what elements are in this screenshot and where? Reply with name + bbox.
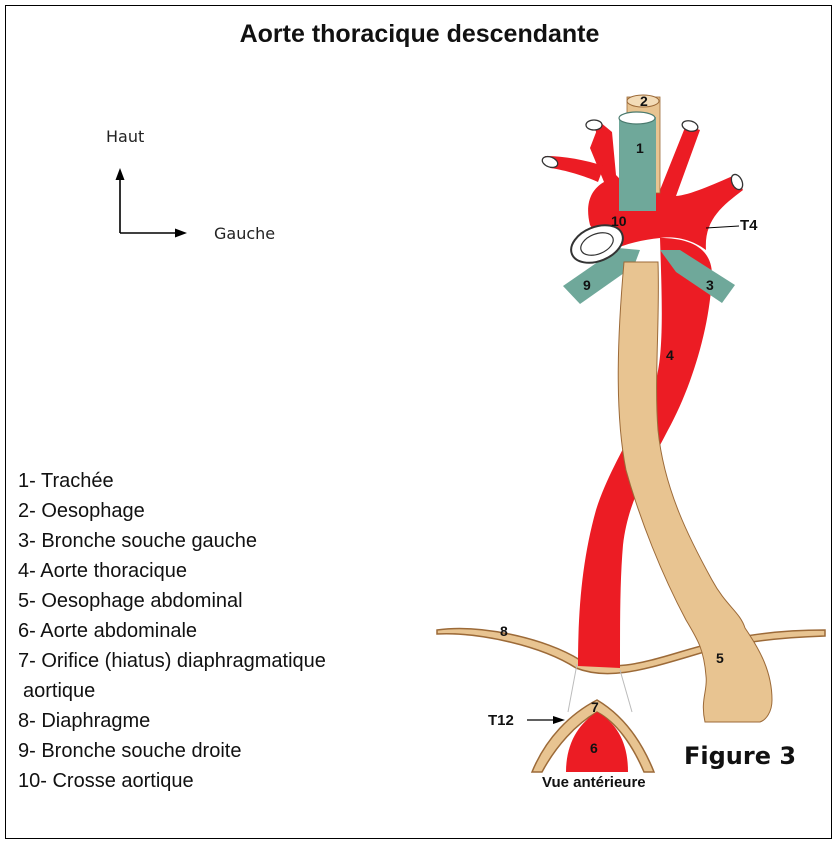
trachea-shape bbox=[619, 117, 656, 211]
legend-item-continuation: aortique bbox=[18, 676, 326, 706]
label-1: 1 bbox=[636, 140, 644, 156]
label-9: 9 bbox=[583, 277, 591, 293]
legend-item: 8- Diaphragme bbox=[18, 706, 326, 736]
legend-list: 1- Trachée 2- Oesophage 3- Bronche souch… bbox=[18, 466, 326, 796]
label-3: 3 bbox=[706, 277, 714, 293]
legend-item: 1- Trachée bbox=[18, 466, 326, 496]
view-label: Vue antérieure bbox=[542, 774, 646, 791]
label-5: 5 bbox=[716, 650, 724, 666]
label-8: 8 bbox=[500, 623, 508, 639]
legend-item: 5- Oesophage abdominal bbox=[18, 586, 326, 616]
t4-pointer-line bbox=[706, 226, 739, 228]
diaphragm-shape bbox=[437, 629, 825, 674]
label-2: 2 bbox=[640, 93, 648, 109]
label-10: 10 bbox=[611, 213, 627, 229]
legend-item: 7- Orifice (hiatus) diaphragmatique bbox=[18, 646, 326, 676]
orientation-arrows bbox=[116, 168, 188, 238]
figure-label: Figure 3 bbox=[684, 742, 796, 770]
legend-item: 2- Oesophage bbox=[18, 496, 326, 526]
legend-item: 4- Aorte thoracique bbox=[18, 556, 326, 586]
label-7: 7 bbox=[591, 699, 599, 715]
label-6: 6 bbox=[590, 740, 598, 756]
t12-label: T12 bbox=[488, 712, 514, 729]
legend-item: 3- Bronche souche gauche bbox=[18, 526, 326, 556]
legend-item: 6- Aorte abdominale bbox=[18, 616, 326, 646]
legend-item: 9- Bronche souche droite bbox=[18, 736, 326, 766]
legend-item: 10- Crosse aortique bbox=[18, 766, 326, 796]
t4-label: T4 bbox=[740, 217, 758, 234]
label-4: 4 bbox=[666, 347, 674, 363]
